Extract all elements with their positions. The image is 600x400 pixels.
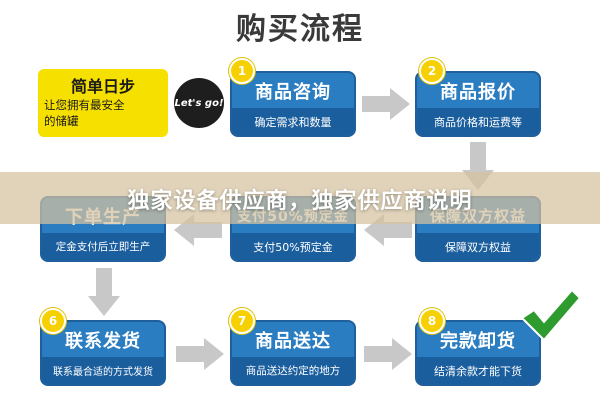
arrow-right-icon <box>362 88 410 120</box>
step-1: 商品咨询 确定需求和数量 <box>230 71 356 137</box>
step-7: 商品送达 商品送达约定的地方 <box>230 320 356 386</box>
overlay-text: 独家设备供应商，独家供应商说明 <box>127 189 473 214</box>
arrow-right-icon <box>364 338 412 370</box>
lets-go-badge: Let's go! <box>174 78 224 128</box>
step-2-number: 2 <box>419 58 445 84</box>
step-5-subtitle: 定金支付后立即生产 <box>42 233 164 260</box>
step-2-subtitle: 商品价格和运费等 <box>417 108 539 135</box>
step-1-number: 1 <box>229 58 255 84</box>
step-6-title: 联系发货 <box>65 330 141 352</box>
step-6-number: 6 <box>40 308 66 334</box>
step-7-number: 7 <box>229 308 255 334</box>
step-8: 完款卸货 结清余款才能下货 <box>415 320 541 386</box>
intro-box: 简单日步 让您拥有最安全 的储罐 <box>38 69 168 137</box>
overlay-banner <box>0 172 600 224</box>
step-7-title: 商品送达 <box>255 330 331 352</box>
step-1-subtitle: 确定需求和数量 <box>232 108 354 135</box>
page-title: 购买流程 <box>236 12 364 47</box>
arrow-right-icon <box>176 338 224 370</box>
step-7-subtitle: 商品送达约定的地方 <box>232 357 354 384</box>
intro-title: 简单日步 <box>70 77 135 96</box>
arrow-down-icon <box>88 268 120 316</box>
intro-line-2: 的储罐 <box>44 114 79 128</box>
check-mark-icon <box>520 288 582 342</box>
step-2: 商品报价 商品价格和运费等 <box>415 71 541 137</box>
step-8-number: 8 <box>419 308 445 334</box>
step-4-subtitle: 支付50%预定金 <box>232 233 354 260</box>
step-2-title: 商品报价 <box>440 81 516 103</box>
step-1-title: 商品咨询 <box>255 81 331 103</box>
step-6-subtitle: 联系最合适的方式发货 <box>42 357 164 384</box>
step-8-title: 完款卸货 <box>440 330 516 352</box>
intro-line-1: 让您拥有最安全 <box>44 98 125 112</box>
step-3-subtitle: 保障双方权益 <box>417 233 539 260</box>
step-8-subtitle: 结清余款才能下货 <box>417 357 539 384</box>
